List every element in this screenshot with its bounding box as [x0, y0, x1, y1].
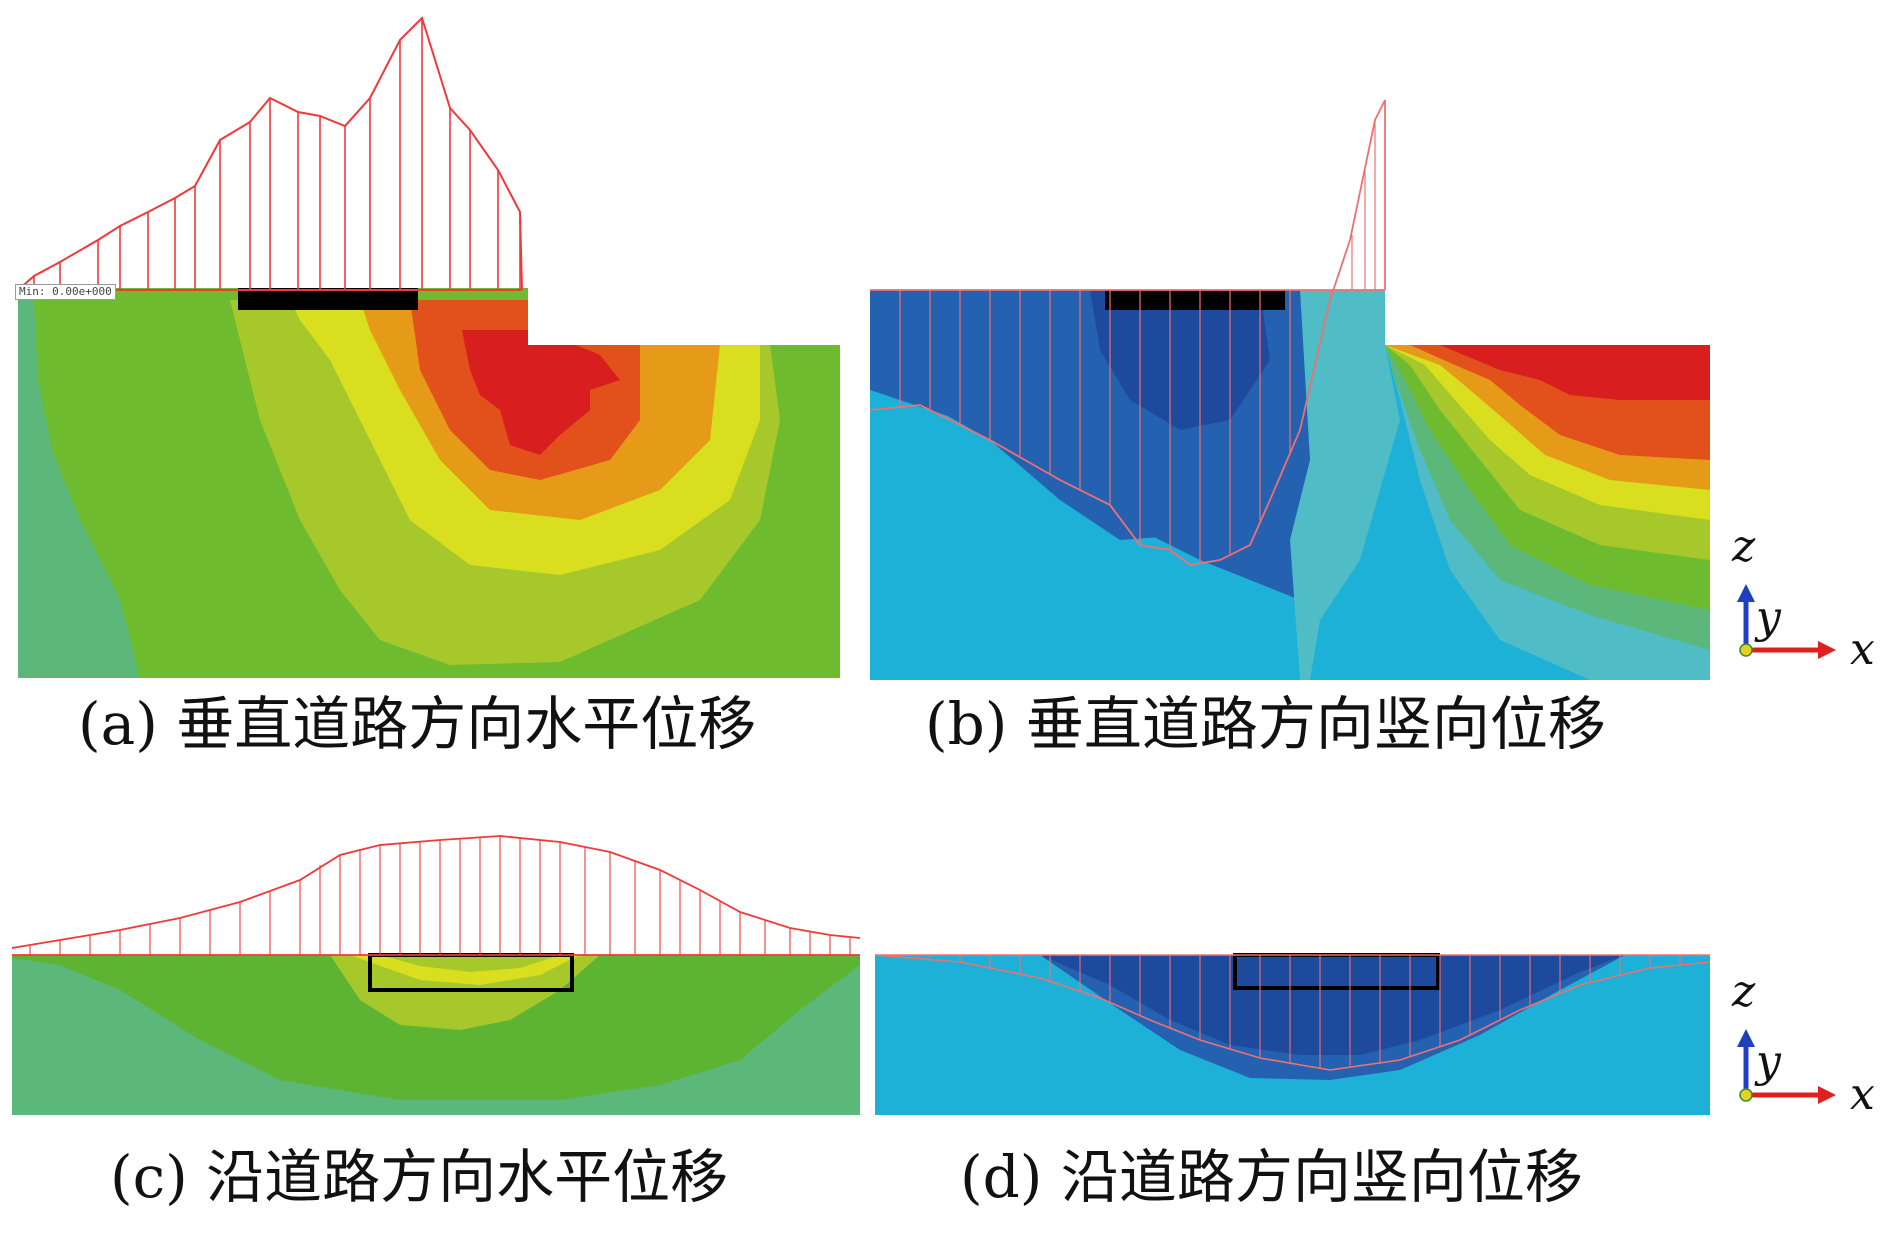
panel-a-contour — [17, 16, 840, 678]
caption-b: (b) 垂直道路方向竖向位移 — [925, 690, 1606, 758]
axis-y-label-bottom: y — [1756, 1036, 1781, 1087]
panel-b-contour — [869, 99, 1715, 680]
axis-x-label-top: x — [1850, 624, 1875, 675]
caption-d: (d) 沿道路方向竖向位移 — [960, 1143, 1583, 1211]
min-value-box: Min: 0.00e+000 — [15, 284, 116, 300]
caption-a: (a) 垂直道路方向水平位移 — [78, 690, 757, 758]
axis-triad-top — [1737, 584, 1836, 659]
caption-c: (c) 沿道路方向水平位移 — [110, 1143, 729, 1211]
axis-z-label-bottom: z — [1732, 966, 1756, 1017]
axis-z-label-top: z — [1732, 521, 1756, 572]
axis-triad-bottom — [1737, 1029, 1836, 1104]
panel-c-contour — [11, 835, 861, 1115]
axis-x-label-bottom: x — [1850, 1069, 1875, 1120]
axis-y-label-top: y — [1756, 592, 1781, 643]
panel-d-contour — [874, 953, 1711, 1115]
